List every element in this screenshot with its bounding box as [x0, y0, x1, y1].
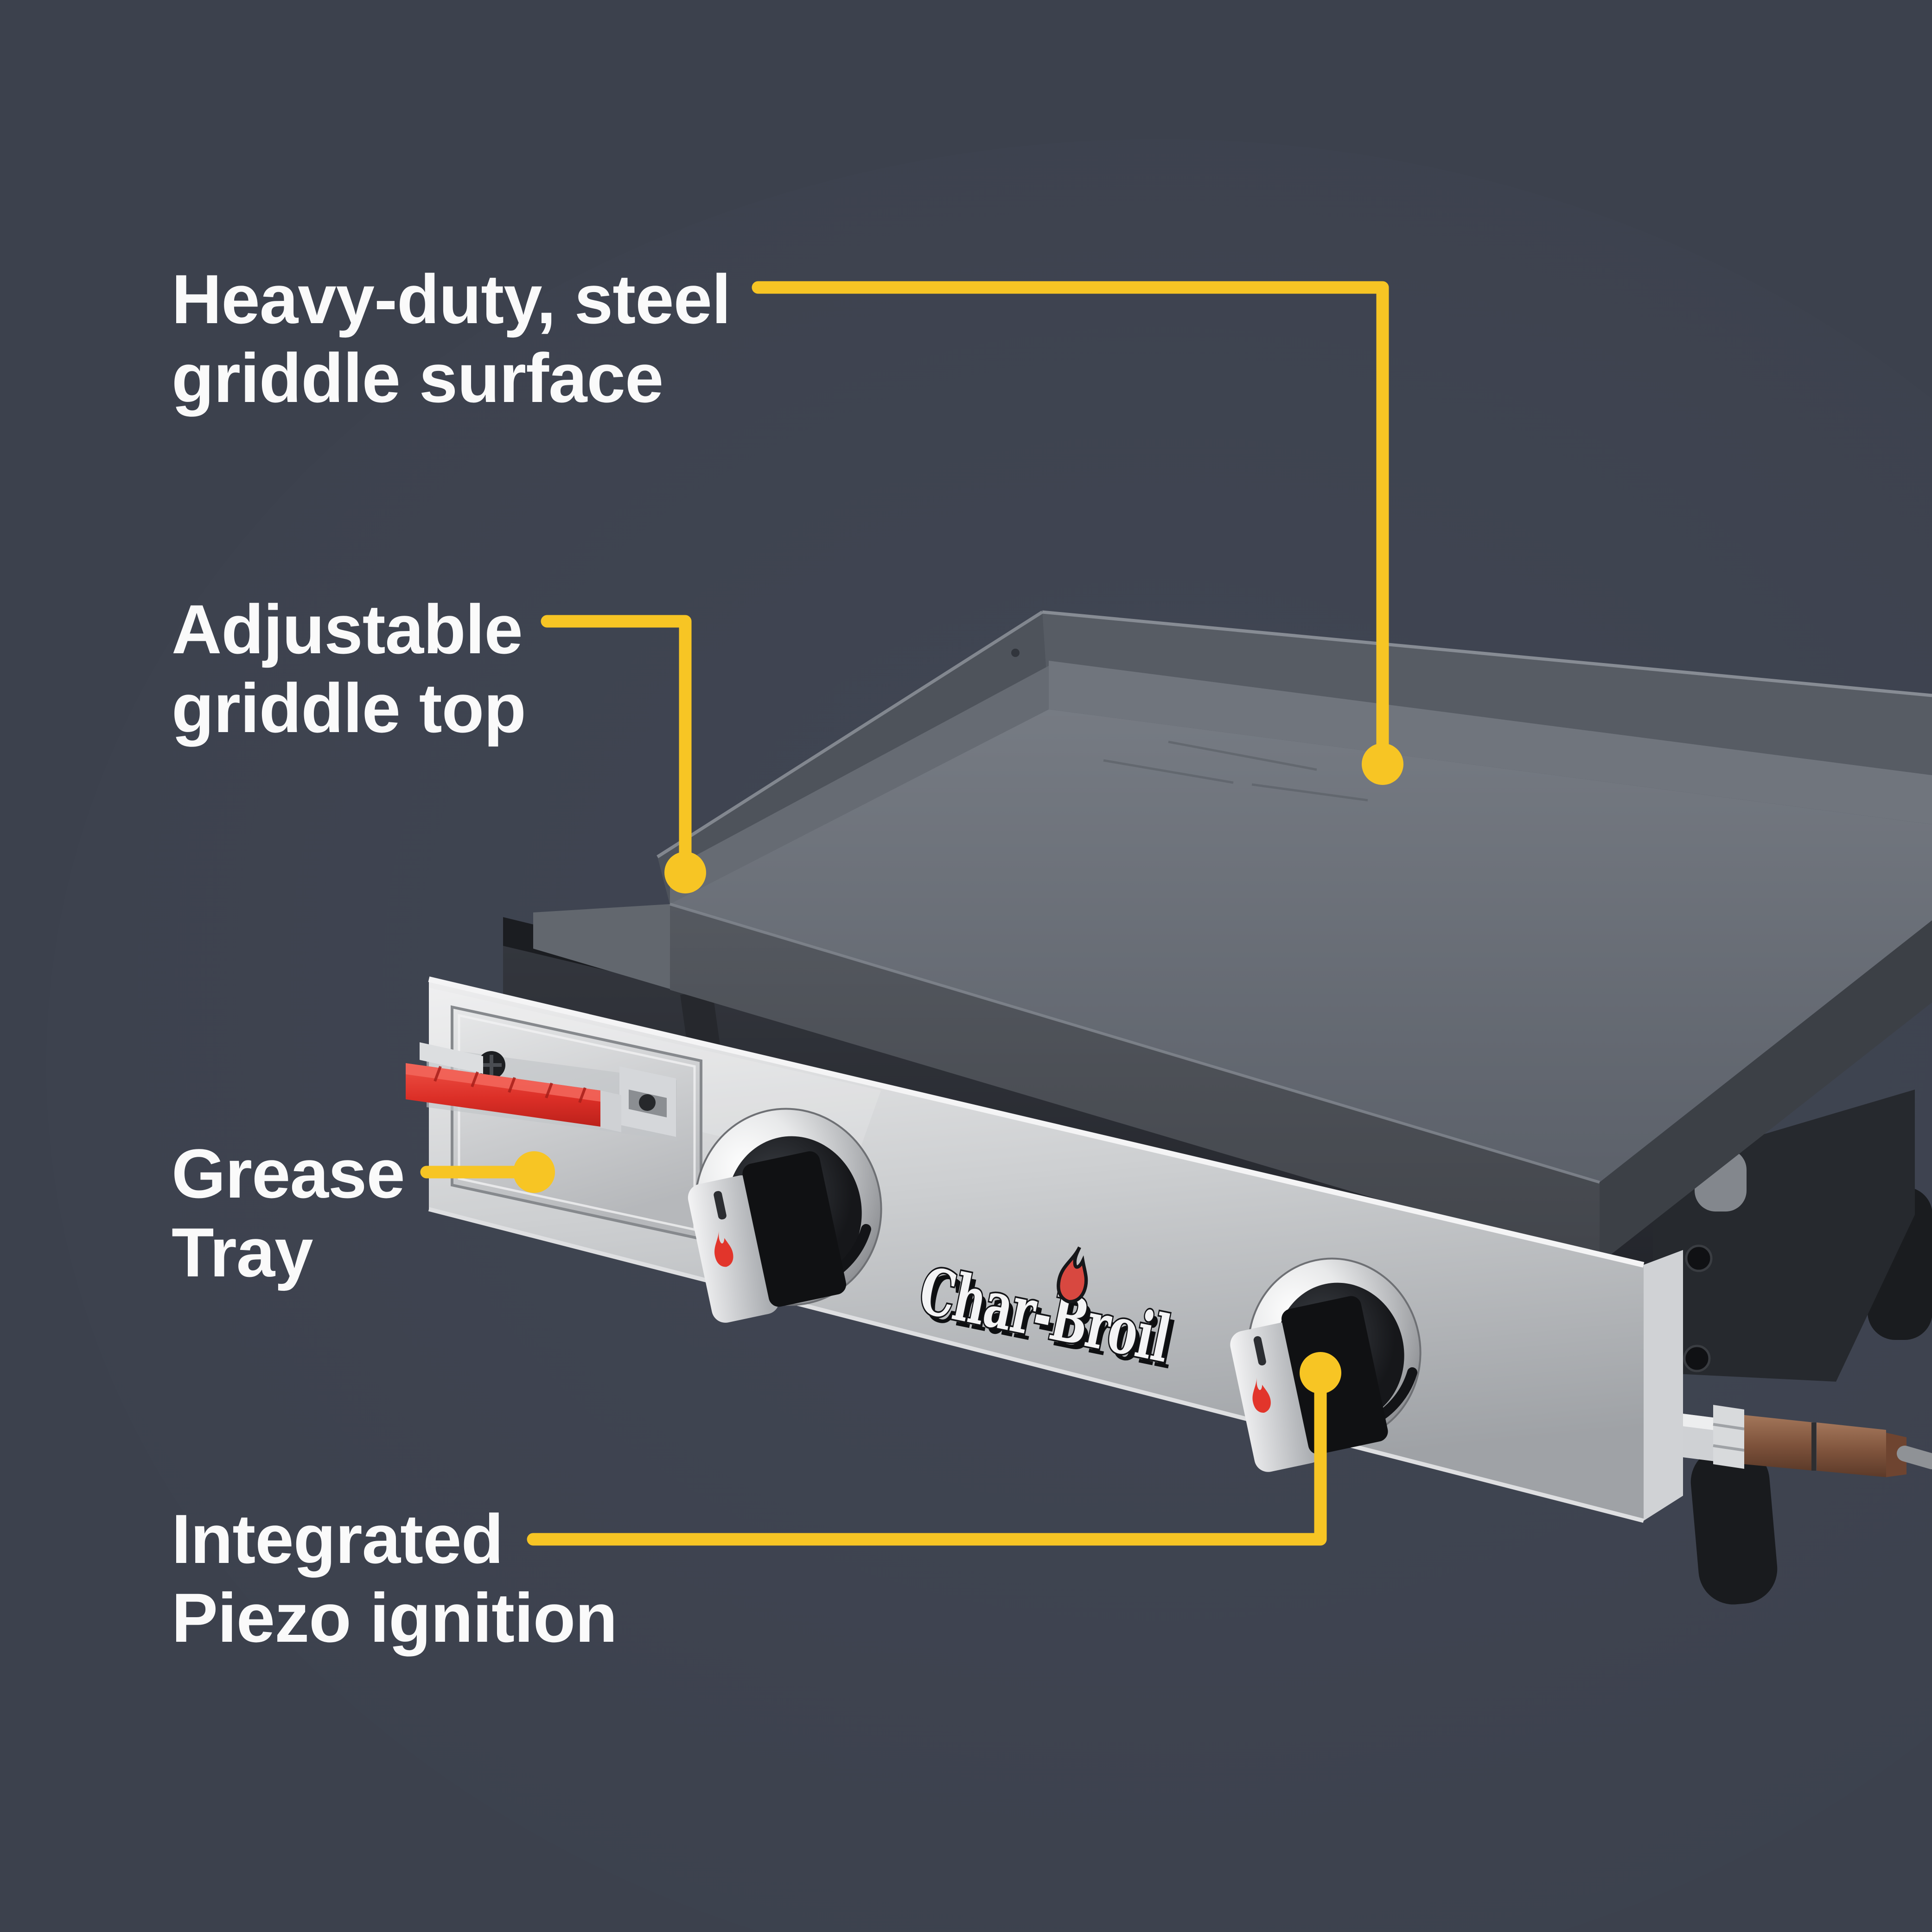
tray-hook	[600, 1090, 621, 1132]
griddle-cooking-surface	[670, 709, 1932, 1182]
burner-knob-1	[688, 1108, 882, 1323]
knob-handle-face	[742, 1151, 847, 1307]
callout-dot-griddle-surface	[1362, 743, 1403, 785]
wall-top-edge	[1042, 610, 1932, 697]
callout-line-piezo-ignition	[527, 1366, 1327, 1546]
griddle-back-wall-inner	[1049, 661, 1932, 824]
wall-top-edge	[657, 611, 1043, 858]
callout-line-griddle-surface	[752, 281, 1389, 771]
griddle-right-face	[1600, 920, 1932, 1263]
griddle-top-assembly	[533, 610, 1932, 1265]
callout-label-piezo-ignition: Integrated Piezo ignition	[172, 1499, 618, 1657]
grease-handle-ridges	[434, 1065, 587, 1103]
panel-right-cap	[1644, 1250, 1683, 1521]
callout-label-line: Grease	[172, 1135, 405, 1212]
surface-front-edge	[670, 903, 1600, 1184]
panel-top-highlight	[428, 976, 1645, 1268]
callout-dot-piezo-ignition	[1300, 1352, 1341, 1394]
gas-hose	[1897, 1446, 1932, 1469]
callout-dot-griddle-top	[664, 852, 706, 893]
callout-line-griddle-top	[541, 615, 692, 879]
griddle-front-face	[670, 904, 1600, 1265]
callout-label-line: Heavy-duty, steel	[172, 260, 731, 338]
callout-dots	[513, 743, 1403, 1394]
grease-tray-inset	[406, 1005, 702, 1241]
callout-lines	[420, 281, 1389, 1546]
callout-label-griddle-surface: Heavy-duty, steel griddle surface	[172, 260, 731, 417]
callout-label-line: Integrated	[172, 1500, 504, 1578]
callout-label-line: griddle top	[172, 669, 526, 747]
front-right-leg	[1690, 1446, 1778, 1605]
callout-label-grease-tray: Grease Tray	[172, 1134, 405, 1292]
body-screw	[1685, 1244, 1713, 1272]
callout-label-line: Adjustable	[172, 590, 523, 668]
callout-label-line: Tray	[172, 1213, 313, 1291]
griddle-left-face	[533, 904, 670, 989]
body-screw	[1683, 1345, 1711, 1372]
callout-label-line: griddle surface	[172, 339, 663, 417]
panel-bottom-highlight	[428, 1207, 1645, 1523]
griddle-left-wall-inner	[670, 666, 1049, 905]
grease-handle-top-face	[406, 1063, 600, 1102]
callout-label-griddle-top: Adjustable griddle top	[172, 590, 526, 747]
gas-hex-nut	[1713, 1405, 1744, 1469]
callout-label-line: Piezo ignition	[172, 1579, 618, 1657]
wall-rivet-hole	[1011, 649, 1020, 657]
copper-pipe	[1744, 1415, 1814, 1471]
bracket-screw	[639, 1094, 656, 1111]
tray-bracket-left	[420, 1042, 483, 1074]
callout-dot-grease-tray	[513, 1151, 555, 1193]
copper-tip	[1886, 1433, 1906, 1477]
copper-pipe	[1817, 1422, 1886, 1477]
surface-scratches	[1103, 740, 1368, 802]
knob-slot	[1253, 1336, 1266, 1366]
grease-tray-handle	[406, 1063, 600, 1127]
knob-slot	[714, 1191, 727, 1220]
